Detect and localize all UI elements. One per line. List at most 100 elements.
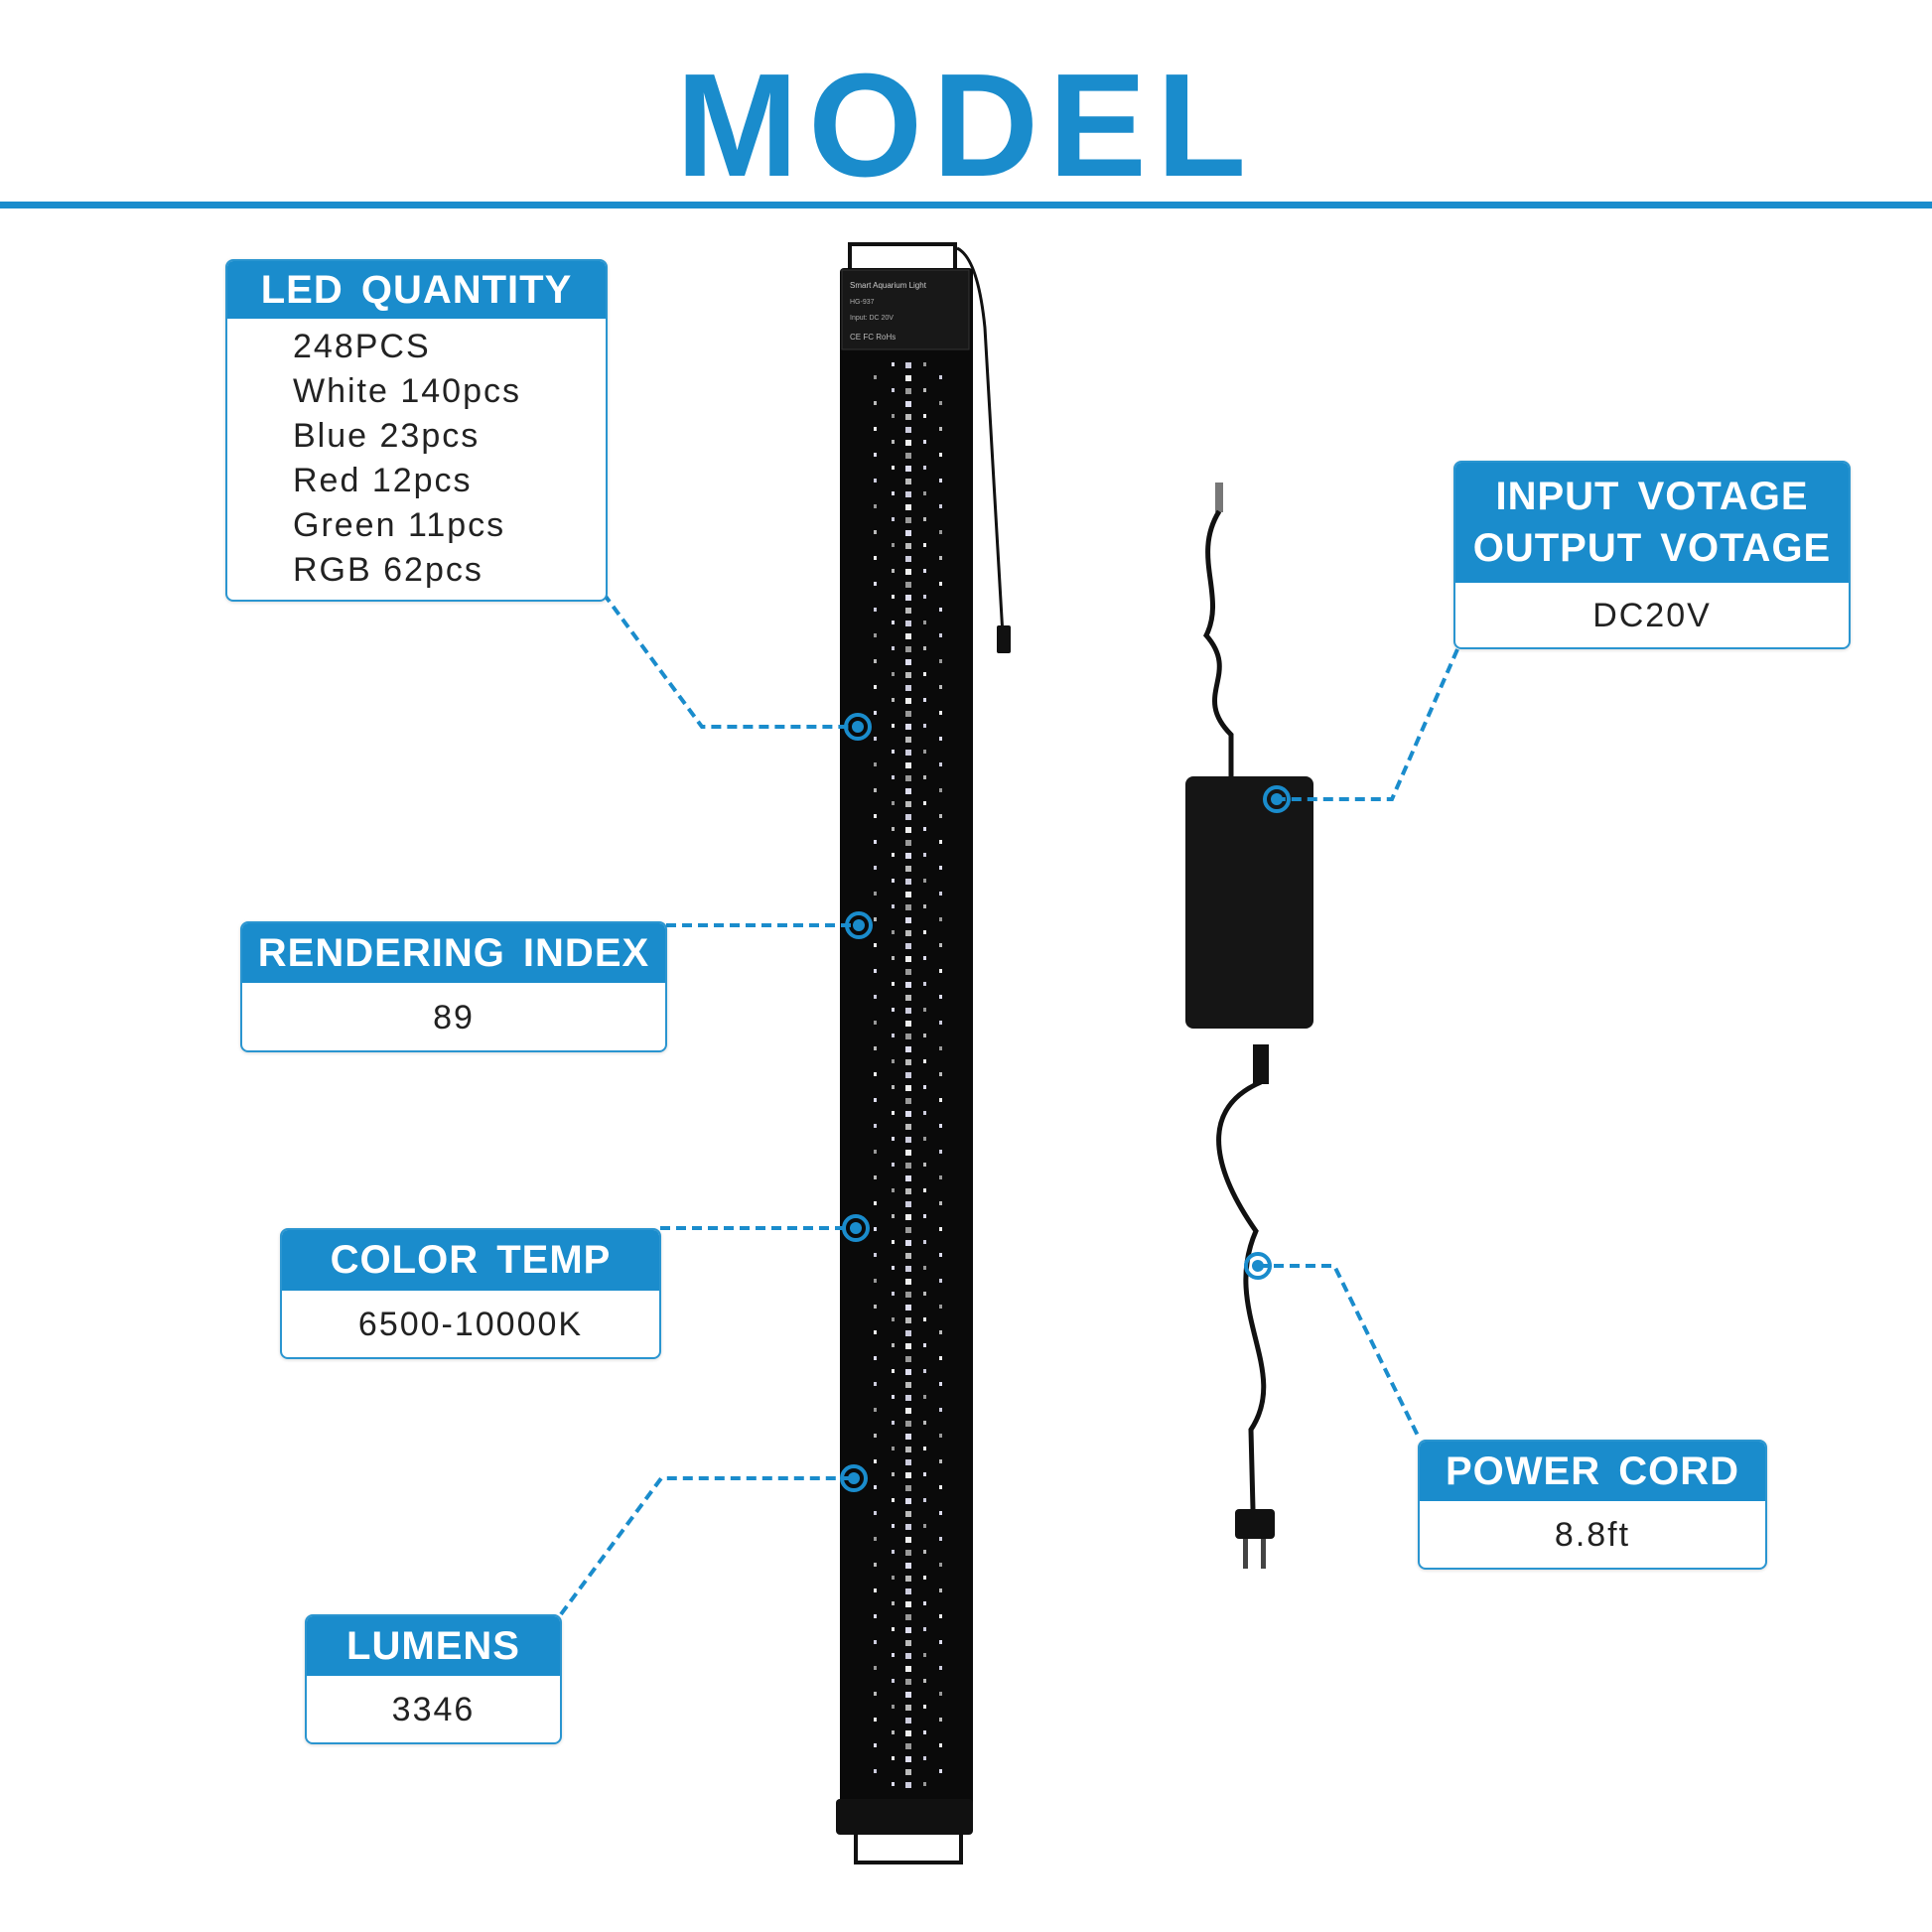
rendering-index-callout: RENDERING INDEX 89 <box>240 921 667 1052</box>
led-dot <box>905 530 911 536</box>
led-dot <box>874 1305 877 1309</box>
led-dot <box>874 1408 877 1412</box>
led-dot <box>923 1369 926 1373</box>
led-dot <box>874 840 877 844</box>
led-dot <box>939 1382 942 1386</box>
led-dot <box>892 1421 895 1425</box>
led-dot <box>923 1266 926 1270</box>
led-total: 248PCS <box>293 328 431 365</box>
led-dot <box>939 1769 942 1773</box>
led-dot <box>905 1382 911 1388</box>
led-dot <box>892 1576 895 1580</box>
led-dot <box>923 1550 926 1554</box>
led-dot <box>892 569 895 573</box>
led-dot <box>923 1008 926 1012</box>
led-dot <box>905 633 911 639</box>
led-dot <box>939 1485 942 1489</box>
led-dot <box>923 646 926 650</box>
led-rgb: RGB 62pcs <box>293 551 483 589</box>
led-dot <box>939 1588 942 1592</box>
led-dot <box>905 466 911 472</box>
led-dot <box>905 1459 911 1465</box>
led-dot <box>939 737 942 741</box>
led-dot <box>939 1279 942 1283</box>
led-dot <box>939 1175 942 1179</box>
led-dot <box>905 672 911 678</box>
led-dot <box>939 943 942 947</box>
led-dot <box>905 401 911 407</box>
led-dot <box>923 543 926 547</box>
led-dot <box>905 879 911 885</box>
led-dot <box>892 1782 895 1786</box>
led-dot <box>892 1137 895 1141</box>
led-dot <box>939 1072 942 1076</box>
led-dot <box>905 1588 911 1594</box>
led-white: White 140pcs <box>293 372 521 410</box>
led-dot <box>892 775 895 779</box>
title-divider <box>0 202 1932 208</box>
led-dot <box>874 582 877 586</box>
led-dot <box>905 453 911 459</box>
led-dot <box>905 892 911 897</box>
led-dot <box>892 724 895 728</box>
led-dot <box>905 427 911 433</box>
led-dot <box>874 1201 877 1205</box>
led-dot <box>939 582 942 586</box>
led-dot <box>874 1769 877 1773</box>
voltage-value: DC20V <box>1592 597 1712 634</box>
led-dot <box>892 1524 895 1528</box>
led-dot <box>874 1046 877 1050</box>
led-dot <box>939 969 942 973</box>
led-dot <box>892 1498 895 1502</box>
led-dot <box>923 362 926 366</box>
led-dot <box>905 659 911 665</box>
led-dot <box>874 659 877 663</box>
led-dot <box>923 414 926 418</box>
led-dot <box>923 1111 926 1115</box>
led-dot <box>892 646 895 650</box>
led-dot <box>874 375 877 379</box>
led-dot <box>905 853 911 859</box>
led-dot <box>939 1537 942 1541</box>
led-dot <box>905 1201 911 1207</box>
led-dot <box>874 608 877 612</box>
led-dot <box>874 1692 877 1696</box>
led-dot <box>905 943 911 949</box>
led-dot <box>874 1330 877 1334</box>
led-dot <box>874 1382 877 1386</box>
led-dot <box>923 1627 926 1631</box>
led-dot <box>923 904 926 908</box>
led-dot <box>892 1601 895 1605</box>
led-dot <box>905 1356 911 1362</box>
led-dot <box>923 1214 926 1218</box>
led-dot <box>905 1718 911 1724</box>
led-dot <box>939 711 942 715</box>
led-dot <box>923 930 926 934</box>
led-dot <box>923 1395 926 1399</box>
led-dot <box>874 1718 877 1722</box>
color-temp-header: COLOR TEMP <box>282 1230 659 1291</box>
led-dot <box>905 840 911 846</box>
led-dot <box>905 1447 911 1452</box>
led-dot <box>923 724 926 728</box>
led-dot <box>874 685 877 689</box>
led-dot <box>905 1511 911 1517</box>
led-dot <box>874 1434 877 1438</box>
led-dot <box>874 427 877 431</box>
led-dot <box>923 1576 926 1580</box>
led-dot <box>905 956 911 962</box>
led-dot <box>939 427 942 431</box>
power-cord-header: POWER CORD <box>1420 1442 1765 1501</box>
led-dot <box>874 1614 877 1618</box>
led-dot <box>905 1627 911 1633</box>
led-dot <box>905 814 911 820</box>
led-dot <box>905 595 911 601</box>
led-dot <box>923 853 926 857</box>
led-dot <box>892 879 895 883</box>
led-dot <box>923 1756 926 1760</box>
led-dot <box>892 1447 895 1450</box>
led-dot <box>905 775 911 781</box>
led-dot <box>874 1021 877 1025</box>
page-title: MODEL <box>675 44 1257 207</box>
led-dot <box>939 814 942 818</box>
